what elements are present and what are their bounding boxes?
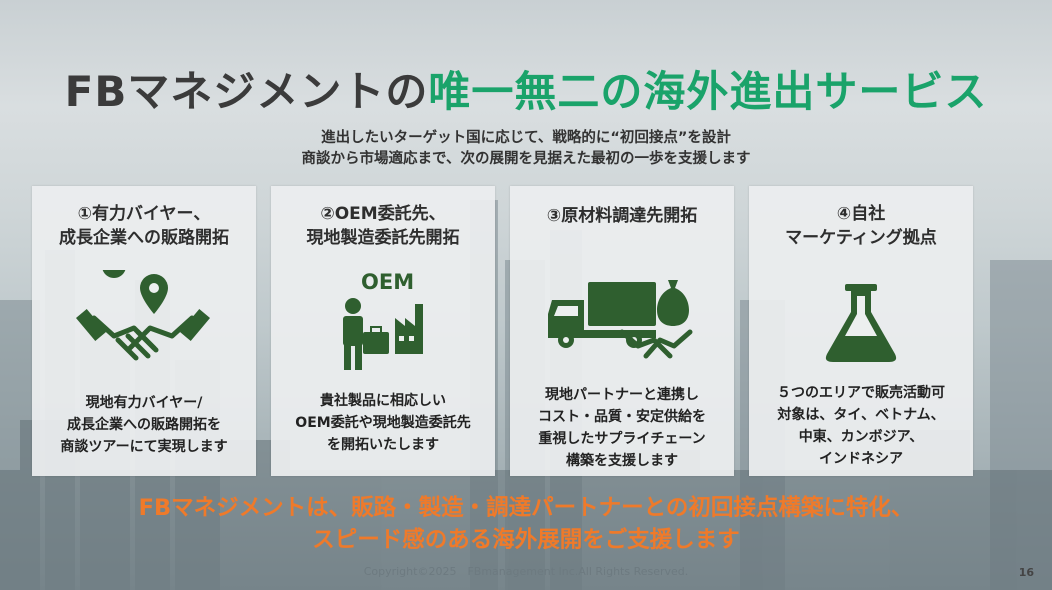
subtitle-line: 進出したいターゲット国に応じて、戦略的に“初回接点”を設計 [321, 130, 731, 146]
subtitle: 進出したいターゲット国に応じて、戦略的に“初回接点”を設計 商談から市場適応まで… [0, 128, 1052, 170]
subtitle-line: 商談から市場適応まで、次の展開を見据えた最初の一歩を支援します [301, 151, 751, 167]
title-company: FBマネジメントの [64, 67, 429, 116]
card-title: ④自社 マーケティング拠点 [785, 204, 937, 248]
card-description: ５つのエリアで販売活動可 対象は、タイ、ベトナム、 中東、カンボジア、 インドネ… [777, 385, 945, 467]
handshake-location-icon [75, 270, 211, 361]
card-title: ③原材料調達先開拓 [546, 206, 698, 226]
page-title: FBマネジメントの唯一無二の海外進出サービス [0, 58, 1052, 119]
card-title: ①有力バイヤー、 成長企業への販路開拓 [59, 204, 229, 248]
oem-factory-icon [343, 298, 423, 370]
card-description: 現地パートナーと連携し コスト・品質・安定供給を 重視したサプライチェーン 構築… [538, 387, 706, 469]
service-card-oem: ②OEM委託先、 現地製造委託先開拓 OEM 貴社製品に相応しい OEM委託や現… [271, 186, 495, 476]
title-highlight: 唯一無二の海外進出サービス [428, 67, 988, 116]
copyright-text: Copyright©2025 FBmanagement Inc.All Righ… [363, 565, 689, 578]
card-description: 現地有力バイヤー/ 成長企業への販路開拓を 商談ツアーにて実現します [60, 395, 228, 455]
truck-handshake-icon [548, 280, 693, 359]
service-card-buyers: ①有力バイヤー、 成長企業への販路開拓 現地有力バイヤー/ 成長企業への販路開拓… [32, 186, 256, 476]
service-card-materials: ③原材料調達先開拓 現地パートナーと連携し コスト・品質・安定供給を 重視したサ… [510, 186, 734, 476]
oem-label: OEM [361, 270, 415, 294]
closing-message: FBマネジメントは、販路・製造・調達パートナーとの初回接点構築に特化、 スピード… [138, 495, 914, 553]
card-description: 貴社製品に相応しい OEM委託や現地製造委託先 を開拓いたします [295, 393, 471, 453]
page-number: 16 [1018, 566, 1034, 579]
flask-icon [825, 284, 897, 362]
card-title: ②OEM委託先、 現地製造委託先開拓 [306, 204, 460, 248]
service-card-marketing: ④自社 マーケティング拠点 ５つのエリアで販売活動可 対象は、タイ、ベトナム、 … [749, 186, 973, 476]
